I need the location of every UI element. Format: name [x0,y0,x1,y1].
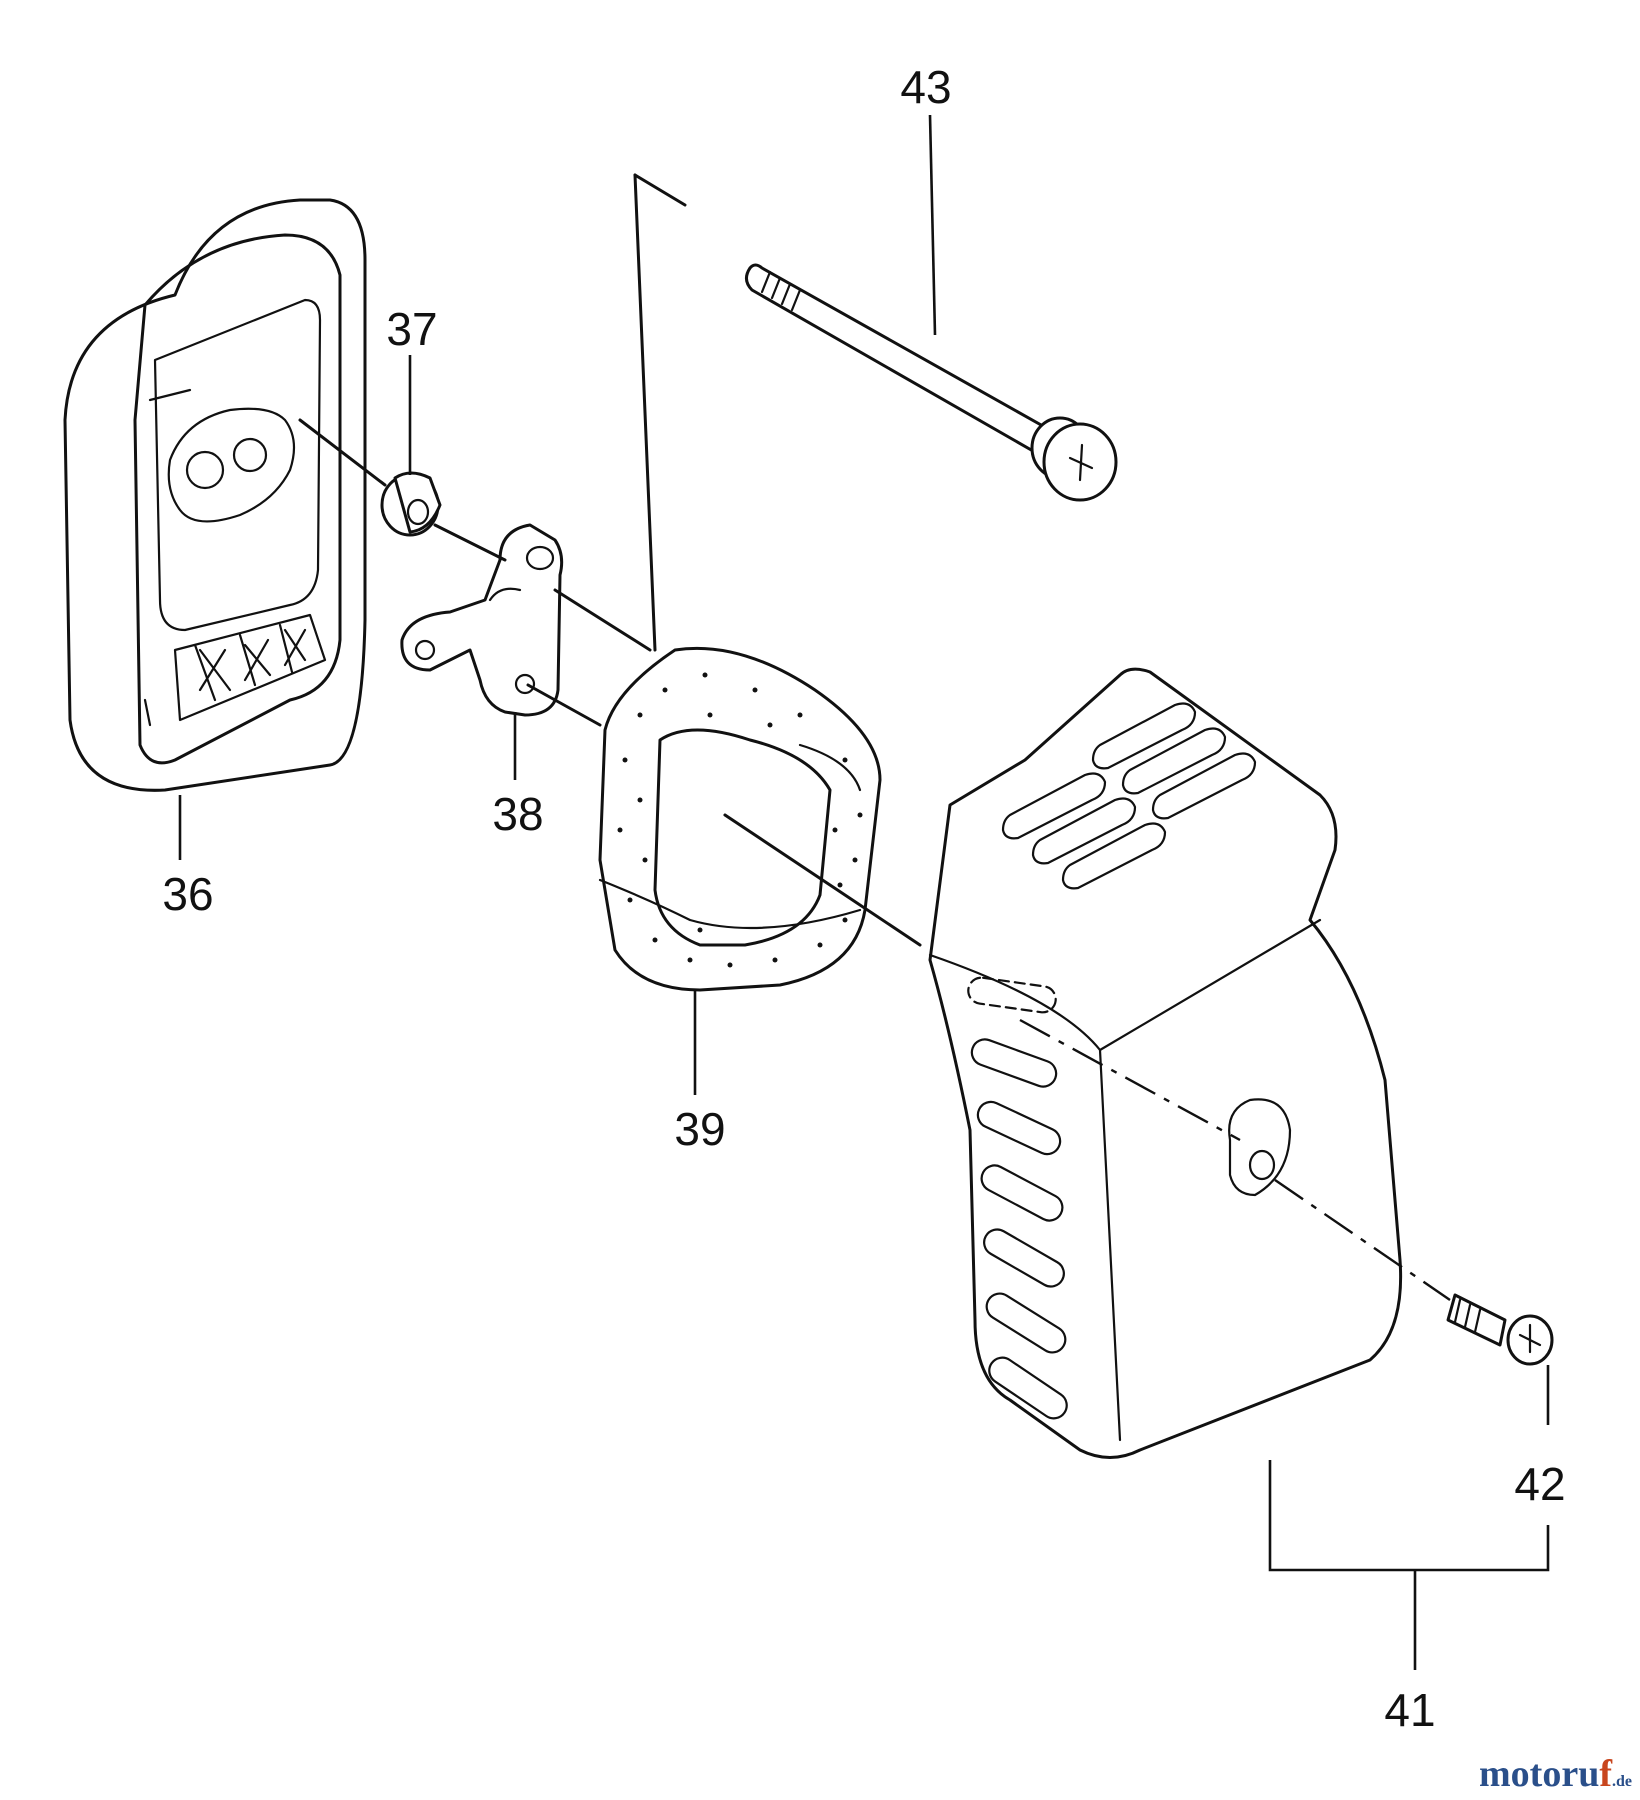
air-cleaner-cover-part [928,667,1403,1459]
callout-39: 39 [674,1103,725,1155]
foam-filter-element-part [598,646,882,992]
watermark-logo: motoruf.de [1479,1753,1632,1795]
assembly-lines [298,173,1451,1301]
callout-38: 38 [492,788,543,840]
callout-37: 37 [386,303,437,355]
screw-part [1446,1293,1554,1366]
callout-42: 42 [1514,1458,1565,1510]
bracket-plate-part [400,523,564,717]
callout-43: 43 [900,61,951,113]
part-number-labels: 43 37 38 36 39 42 41 [162,61,1565,1736]
callout-36: 36 [162,868,213,920]
long-bolt-part [745,263,1118,502]
callout-leaders [178,114,1550,1670]
callout-41: 41 [1384,1684,1435,1736]
spacer-part [380,471,442,537]
air-cleaner-base-part [63,198,367,792]
